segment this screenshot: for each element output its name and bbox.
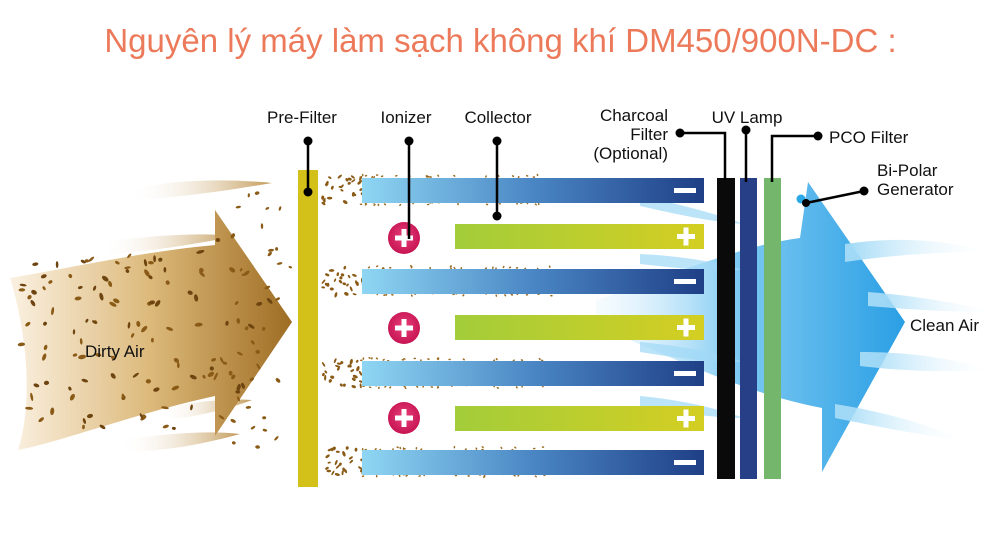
uv-lamp-label: UV Lamp [712, 108, 783, 127]
bipolar-label-line1: Bi-Polar [877, 161, 938, 180]
dirty-air-flow [10, 180, 292, 452]
leader-dots [303, 125, 869, 221]
leader-lines [306, 130, 865, 239]
minus-icon [674, 460, 696, 465]
negative-plate [362, 361, 704, 386]
ionizer-label: Ionizer [380, 108, 431, 127]
negative-plate [362, 269, 704, 294]
ionizer-group [388, 222, 420, 434]
negative-plate [362, 450, 704, 475]
pco-filter-panel [764, 178, 781, 479]
charcoal-filter-panel [717, 178, 735, 479]
minus-icon [674, 279, 696, 284]
plus-circle-icon [388, 402, 420, 434]
uv-lamp-panel [740, 178, 757, 479]
plus-circle-icon [388, 312, 420, 344]
plus-icon [677, 227, 695, 246]
page-title: Nguyên lý máy làm sạch không khí DM450/9… [104, 22, 897, 59]
minus-icon [674, 371, 696, 376]
dirty-air-arrow [10, 210, 292, 450]
charcoal-label-line2: Filter [630, 125, 668, 144]
dirty-air-label: Dirty Air [85, 342, 145, 361]
positive-plate [455, 406, 704, 431]
plus-icon [677, 409, 695, 428]
plus-icon [677, 318, 695, 337]
charcoal-label-line1: Charcoal [600, 106, 668, 125]
pre-filter-panel [298, 170, 318, 487]
dirty-air-particles [17, 191, 293, 449]
collector-plates [362, 178, 704, 475]
clean-air-label: Clean Air [910, 316, 979, 335]
positive-plate [455, 224, 704, 249]
bipolar-label-line2: Generator [877, 180, 954, 199]
charcoal-label-line3: (Optional) [593, 144, 668, 163]
collector-label: Collector [464, 108, 531, 127]
minus-icon [674, 188, 696, 193]
plus-circle-icon [388, 222, 420, 254]
pco-filter-label: PCO Filter [829, 128, 909, 147]
positive-plate [455, 315, 704, 340]
negative-plate [362, 178, 704, 203]
pre-filter-label: Pre-Filter [267, 108, 337, 127]
